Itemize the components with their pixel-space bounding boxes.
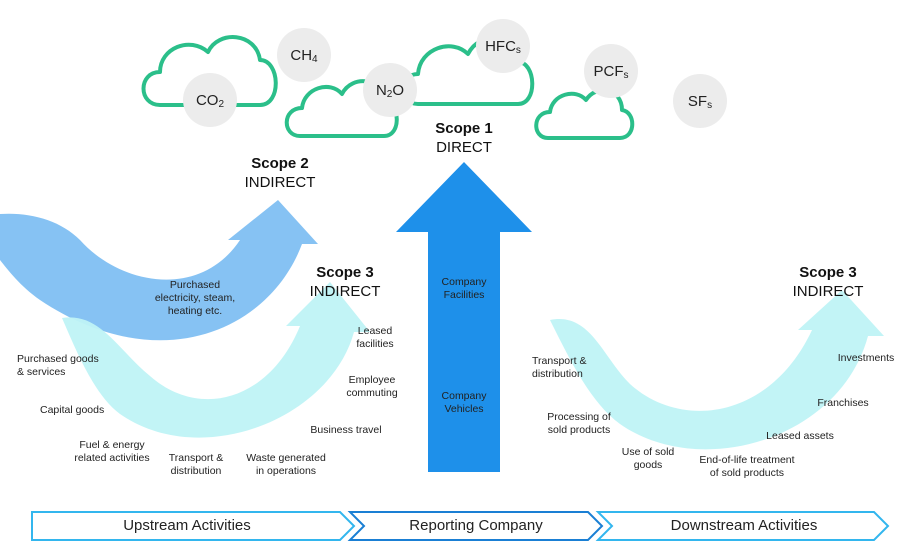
upstream-transport-label: Transport & distribution [168, 452, 224, 477]
scope1-subheading: DIRECT [436, 139, 492, 156]
scope3-downstream-title: Scope 3 INDIRECT [768, 263, 888, 301]
n2o-circle [363, 63, 417, 117]
end-of-life-label: End-of-life treatment of sold products [699, 454, 795, 479]
fuel-energy-label: Fuel & energy related activities [74, 439, 150, 464]
downstream-transport-label: Transport & distribution [532, 355, 587, 380]
processing-label: Processing of sold products [547, 411, 611, 436]
investments-label: Investments [837, 352, 895, 364]
cloud-4 [534, 88, 635, 140]
co2-circle [183, 73, 237, 127]
leased-assets-label: Leased assets [766, 430, 834, 442]
scope2-heading: Scope 2 [251, 155, 309, 172]
ch4-circle [277, 28, 331, 82]
scope1-title: Scope 1 DIRECT [404, 119, 524, 157]
bottom-bands [31, 511, 890, 541]
scope2-arrow [0, 200, 318, 341]
franchises-label: Franchises [817, 397, 869, 409]
scope3-downstream-arrow [550, 290, 884, 450]
scope1-heading: Scope 1 [435, 120, 493, 137]
capital-goods-label: Capital goods [40, 404, 105, 416]
purchased-goods-label: Purchased goods & services [17, 353, 99, 378]
upstream-band-label: Upstream Activities [123, 516, 251, 534]
waste-label: Waste generated in operations [246, 452, 326, 477]
scope1-arrow [396, 162, 532, 472]
hfcs-circle [476, 19, 530, 73]
scope3-upstream-heading: Scope 3 [316, 264, 374, 281]
scope2-title: Scope 2 INDIRECT [220, 154, 340, 192]
scope3-downstream-subheading: INDIRECT [792, 283, 864, 300]
leased-facilities-label: Leased facilities [356, 325, 394, 350]
scope3-upstream-subheading: INDIRECT [309, 283, 381, 300]
company-vehicles-label: Company Vehicles [441, 390, 487, 415]
business-travel-label: Business travel [310, 424, 382, 436]
reporting-band [347, 511, 604, 541]
scope3-upstream-title: Scope 3 INDIRECT [285, 263, 405, 301]
company-facilities-label: Company Facilities [441, 276, 487, 301]
upstream-band [31, 511, 356, 541]
scope3-downstream-heading: Scope 3 [799, 264, 857, 281]
pcfs-circle [584, 44, 638, 98]
scope2-purchased-energy-label: Purchased electricity, steam, heating et… [154, 279, 236, 317]
employee-commuting-label: Employee commuting [346, 374, 398, 399]
use-of-sold-goods-label: Use of sold goods [621, 446, 675, 471]
sfs-circle [673, 74, 727, 128]
downstream-band [595, 511, 890, 541]
reporting-band-label: Reporting Company [409, 516, 543, 534]
scope3-upstream-arrow [62, 282, 370, 438]
cloud-1 [141, 35, 278, 107]
downstream-band-label: Downstream Activities [670, 516, 818, 534]
scope2-subheading: INDIRECT [244, 174, 316, 191]
